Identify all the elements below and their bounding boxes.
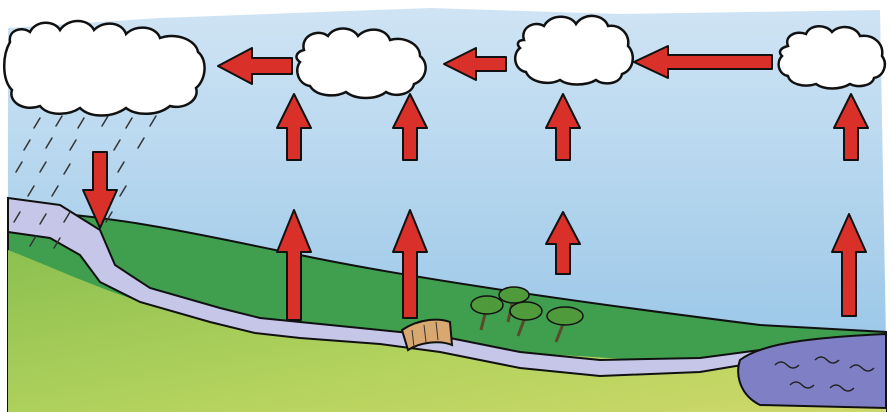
cloud: [779, 26, 885, 88]
cloud: [515, 16, 633, 85]
cloud: [4, 21, 204, 116]
